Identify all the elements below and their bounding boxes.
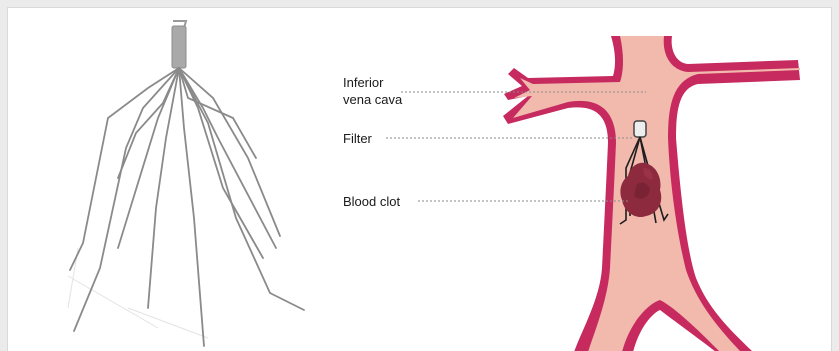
vena-cava-anatomy-icon (8, 8, 832, 351)
blood-clot-label: Blood clot (343, 193, 400, 210)
ivc-label-line2: vena cava (343, 91, 402, 108)
ivc-label-line1: Inferior (343, 74, 402, 91)
ivc-label: Inferior vena cava (343, 74, 402, 108)
filter-label: Filter (343, 130, 372, 147)
figure-panel: Inferior vena cava Filter Blood clot (7, 7, 832, 351)
